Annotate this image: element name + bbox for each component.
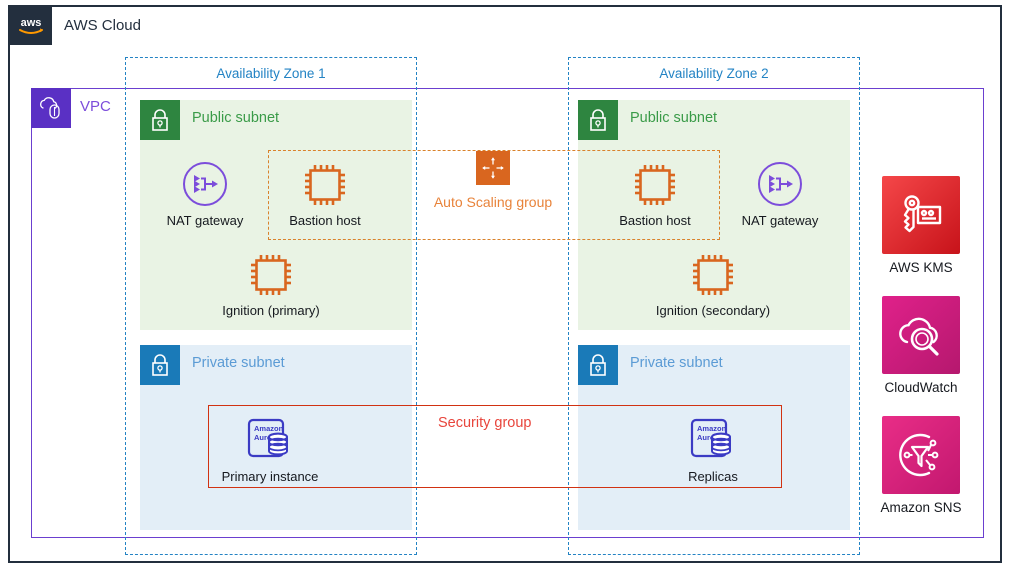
service-amazon-sns[interactable]: Amazon SNS xyxy=(862,416,980,515)
aurora-icon-text-line2: Aurora xyxy=(697,433,722,442)
service-cloudwatch-label: CloudWatch xyxy=(884,380,958,395)
aws-cloud-label: AWS Cloud xyxy=(64,17,141,34)
vpc-label: VPC xyxy=(80,98,111,115)
availability-zone-2-label: Availability Zone 2 xyxy=(659,66,769,81)
nat-gateway-az2-label: NAT gateway xyxy=(741,213,819,228)
amazon-aurora-icon: Amazon Aurora xyxy=(653,414,773,464)
security-group-boundary xyxy=(208,405,782,488)
ec2-instance-icon xyxy=(211,248,331,298)
private-subnet-az1-title: Private subnet xyxy=(192,355,285,371)
public-subnet-az2-title: Public subnet xyxy=(630,110,718,126)
availability-zone-1-label: Availability Zone 1 xyxy=(216,66,326,81)
ec2-instance-icon xyxy=(653,248,773,298)
nat-gateway-az1-label: NAT gateway xyxy=(166,213,244,228)
aurora-replicas[interactable]: Amazon Aurora Replicas xyxy=(653,414,773,484)
public-subnet-az1: Public subnet xyxy=(140,100,412,330)
nat-gateway-az2[interactable]: NAT gateway xyxy=(720,158,840,228)
public-subnet-az1-title: Public subnet xyxy=(192,110,280,126)
bastion-host-az1[interactable]: Bastion host xyxy=(265,158,385,228)
aurora-icon-text-line1: Amazon xyxy=(254,424,284,433)
service-aws-kms[interactable]: AWS KMS xyxy=(862,176,980,275)
aurora-replicas-label: Replicas xyxy=(688,469,738,484)
service-cloudwatch[interactable]: CloudWatch xyxy=(862,296,980,395)
auto-scaling-group[interactable]: Auto Scaling group xyxy=(433,148,553,210)
aurora-icon-text-line1: Amazon xyxy=(697,424,727,433)
lock-icon xyxy=(140,345,180,385)
aurora-primary-instance[interactable]: Amazon Aurora Primary instance xyxy=(210,414,330,484)
service-aws-kms-label: AWS KMS xyxy=(889,260,953,275)
auto-scaling-icon xyxy=(476,151,510,185)
vpc-icon xyxy=(31,88,71,128)
auto-scaling-group-label: Auto Scaling group xyxy=(433,194,553,210)
cloudwatch-icon xyxy=(882,296,960,374)
vpc-boundary xyxy=(31,88,984,538)
amazon-aurora-icon: Amazon Aurora xyxy=(210,414,330,464)
ec2-instance-icon xyxy=(595,158,715,208)
aurora-primary-instance-label: Primary instance xyxy=(221,469,319,484)
ignition-secondary-az2[interactable]: Ignition (secondary) xyxy=(653,248,773,318)
ignition-primary-label: Ignition (primary) xyxy=(222,303,320,318)
service-amazon-sns-label: Amazon SNS xyxy=(880,500,962,515)
bastion-host-az2[interactable]: Bastion host xyxy=(595,158,715,228)
auto-scaling-icon-wrap xyxy=(433,148,553,188)
lock-icon xyxy=(578,100,618,140)
sns-icon xyxy=(882,416,960,494)
aws-logo: aws xyxy=(10,7,52,45)
kms-key-icon xyxy=(882,176,960,254)
ignition-primary-az1[interactable]: Ignition (primary) xyxy=(211,248,331,318)
svg-text:aws: aws xyxy=(21,17,42,29)
lock-icon xyxy=(578,345,618,385)
nat-gateway-az1[interactable]: NAT gateway xyxy=(145,158,265,228)
lock-icon xyxy=(140,100,180,140)
ignition-secondary-label: Ignition (secondary) xyxy=(655,303,771,318)
nat-gateway-icon xyxy=(720,158,840,208)
auto-scaling-group-boundary xyxy=(268,150,720,240)
ec2-instance-icon xyxy=(265,158,385,208)
security-group-label: Security group xyxy=(438,415,532,431)
availability-zone-2-boundary xyxy=(568,57,860,555)
bastion-host-az2-label: Bastion host xyxy=(619,213,691,228)
aurora-icon-text-line2: Aurora xyxy=(254,433,279,442)
availability-zone-1-boundary xyxy=(125,57,417,555)
nat-gateway-icon xyxy=(145,158,265,208)
private-subnet-az2-title: Private subnet xyxy=(630,355,723,371)
bastion-host-az1-label: Bastion host xyxy=(289,213,361,228)
